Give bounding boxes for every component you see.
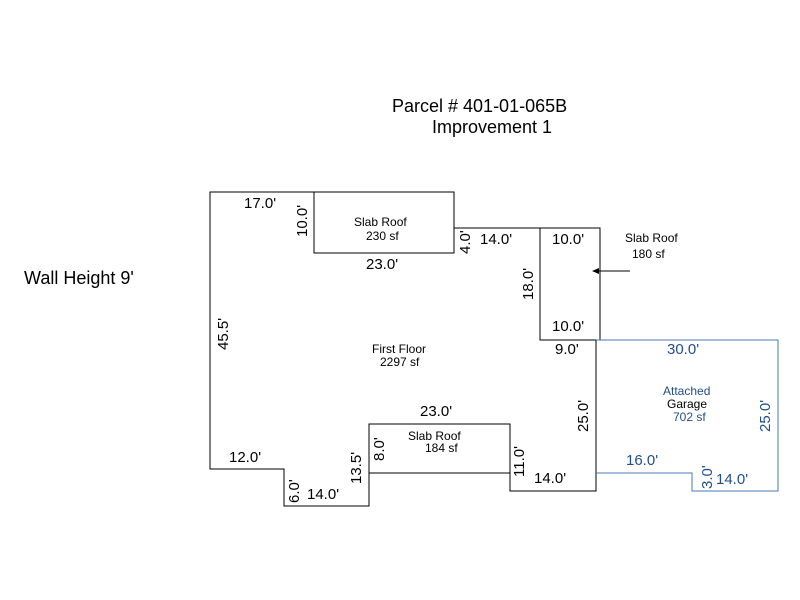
dim-25-left: 25.0': [575, 400, 592, 432]
slab-roof-top-area: 230 sf: [366, 229, 399, 243]
dim-9: 9.0': [555, 341, 579, 358]
dim-25-right: 25.0': [757, 400, 774, 432]
garage-name-line2: Garage: [667, 397, 707, 411]
dim-30: 30.0': [667, 341, 699, 358]
arrow-head-icon: [592, 268, 599, 274]
improvement-subtitle: Improvement 1: [432, 117, 552, 137]
garage-area: 702 sf: [673, 410, 706, 424]
dim-3: 3.0': [699, 465, 716, 489]
first-floor-name: First Floor: [372, 342, 426, 356]
dim-8: 8.0': [371, 437, 388, 461]
garage-name-line1: Attached: [663, 384, 710, 398]
first-floor-area: 2297 sf: [380, 355, 420, 369]
dim-23-top: 23.0': [366, 256, 398, 273]
slab-roof-top-name: Slab Roof: [354, 215, 407, 229]
slab-roof-right-name: Slab Roof: [625, 231, 678, 245]
dim-6: 6.0': [286, 479, 303, 503]
dim-12: 12.0': [229, 449, 261, 466]
slab-roof-bottom-outline: [368, 423, 511, 474]
slab-roof-top-outline: [313, 191, 455, 254]
dim-14-bottom: 14.0': [307, 486, 339, 503]
dim-10-vert: 10.0': [294, 205, 311, 237]
slab-roof-right-area: 180 sf: [632, 247, 665, 261]
wall-height-label: Wall Height 9': [24, 268, 134, 288]
dim-45-5: 45.5': [215, 318, 232, 350]
slab-roof-right-outline: [539, 227, 601, 341]
dim-14-garage: 14.0': [716, 471, 748, 488]
dim-18: 18.0': [520, 268, 537, 300]
dim-4: 4.0': [457, 230, 474, 254]
dim-16: 16.0': [626, 452, 658, 469]
slab-roof-bottom-name: Slab Roof: [408, 429, 461, 443]
dim-14-right: 14.0': [534, 470, 566, 487]
parcel-title: Parcel # 401-01-065B: [392, 96, 567, 116]
dim-23-bottom: 23.0': [420, 403, 452, 420]
dim-11: 11.0': [511, 446, 528, 477]
dim-13-5: 13.5': [348, 452, 365, 484]
dim-17: 17.0': [244, 195, 276, 212]
dim-10-mid: 10.0': [552, 318, 584, 335]
dim-10-top: 10.0': [552, 231, 584, 248]
slab-roof-bottom-area: 184 sf: [425, 441, 458, 455]
garage-outline: [596, 339, 779, 492]
dim-14-top: 14.0': [480, 231, 512, 248]
